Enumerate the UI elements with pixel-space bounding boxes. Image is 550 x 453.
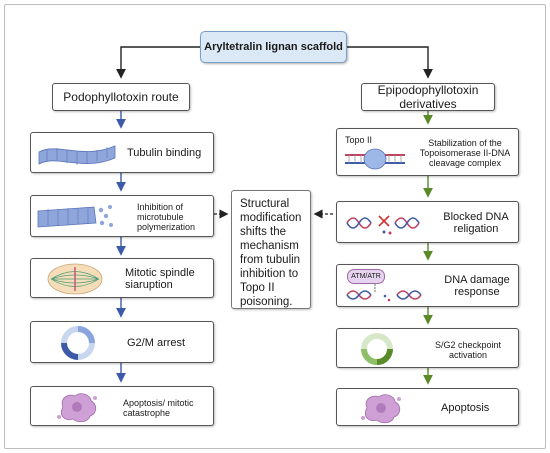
center-note: Structural modification shifts the mecha…	[231, 190, 311, 309]
root-to-right-arrow	[347, 46, 433, 79]
right-step-4: S/G2 checkpoint activation	[336, 328, 519, 368]
left-step-2: Inhibition of microtubule polymerization	[30, 195, 214, 237]
left-route-title: Podophyllotoxin route	[63, 90, 179, 104]
root-node: Aryltetralin lignan scaffold	[200, 31, 347, 63]
left-step-1-label: Tubulin binding	[127, 147, 202, 159]
left-step-5: Apoptosis/ mitotic catastrophe	[30, 386, 214, 426]
right-step-1-label: Stabilization of the Topoisomerase II-DN…	[419, 138, 511, 168]
center-note-text: Structural modification shifts the mecha…	[240, 198, 302, 308]
cell-cycle-icon	[61, 326, 95, 360]
left-step-4: G2/M arrest	[30, 321, 214, 363]
right-step-3: ATM/ATR DNA damage response	[336, 264, 519, 307]
apoptotic-cell-icon	[57, 393, 97, 423]
mitotic-spindle-icon	[47, 263, 103, 295]
checkpoint-cycle-icon	[361, 333, 393, 365]
damaged-dna-icon	[346, 284, 422, 302]
right-step-3-label: DNA damage response	[444, 274, 510, 298]
microtubule-icon	[38, 145, 116, 165]
right-step-2-label: Blocked DNA religation	[443, 211, 509, 235]
left-route-header: Podophyllotoxin route	[52, 83, 190, 111]
left-step-1: Tubulin binding	[30, 132, 214, 173]
root-label: Aryltetralin lignan scaffold	[204, 41, 343, 53]
depolymerizing-microtubule-icon	[37, 205, 113, 228]
topo-ii-tag: Topo II	[345, 135, 373, 145]
topo-ii-dna-icon	[345, 148, 405, 170]
left-step-4-label: G2/M arrest	[127, 337, 186, 349]
right-step-5-label: Apoptosis	[441, 402, 490, 414]
right-step-5: Apoptosis	[336, 388, 519, 426]
apoptotic-cell-icon	[361, 394, 401, 424]
right-step-2: Blocked DNA religation	[336, 201, 519, 243]
left-step-5-label: Apoptosis/ mitotic catastrophe	[123, 398, 194, 418]
right-step-1: Topo II Stabilization of the Topoisomera…	[336, 128, 519, 176]
atm-atr-tag: ATM/ATR	[347, 269, 385, 284]
broken-dna-icon	[346, 215, 420, 235]
left-step-2-label: Inhibition of microtubule polymerization	[137, 202, 196, 232]
left-step-3-label: Mitotic spindle siaruption	[125, 267, 195, 291]
left-step-3: Mitotic spindle siaruption	[30, 258, 214, 298]
right-route-header: Epipodophyllotoxin derivatives	[361, 83, 495, 111]
root-to-left-arrow	[116, 46, 200, 79]
right-route-title: Epipodophyllotoxin derivatives	[377, 83, 479, 111]
right-step-4-label: S/G2 checkpoint activation	[434, 340, 502, 360]
